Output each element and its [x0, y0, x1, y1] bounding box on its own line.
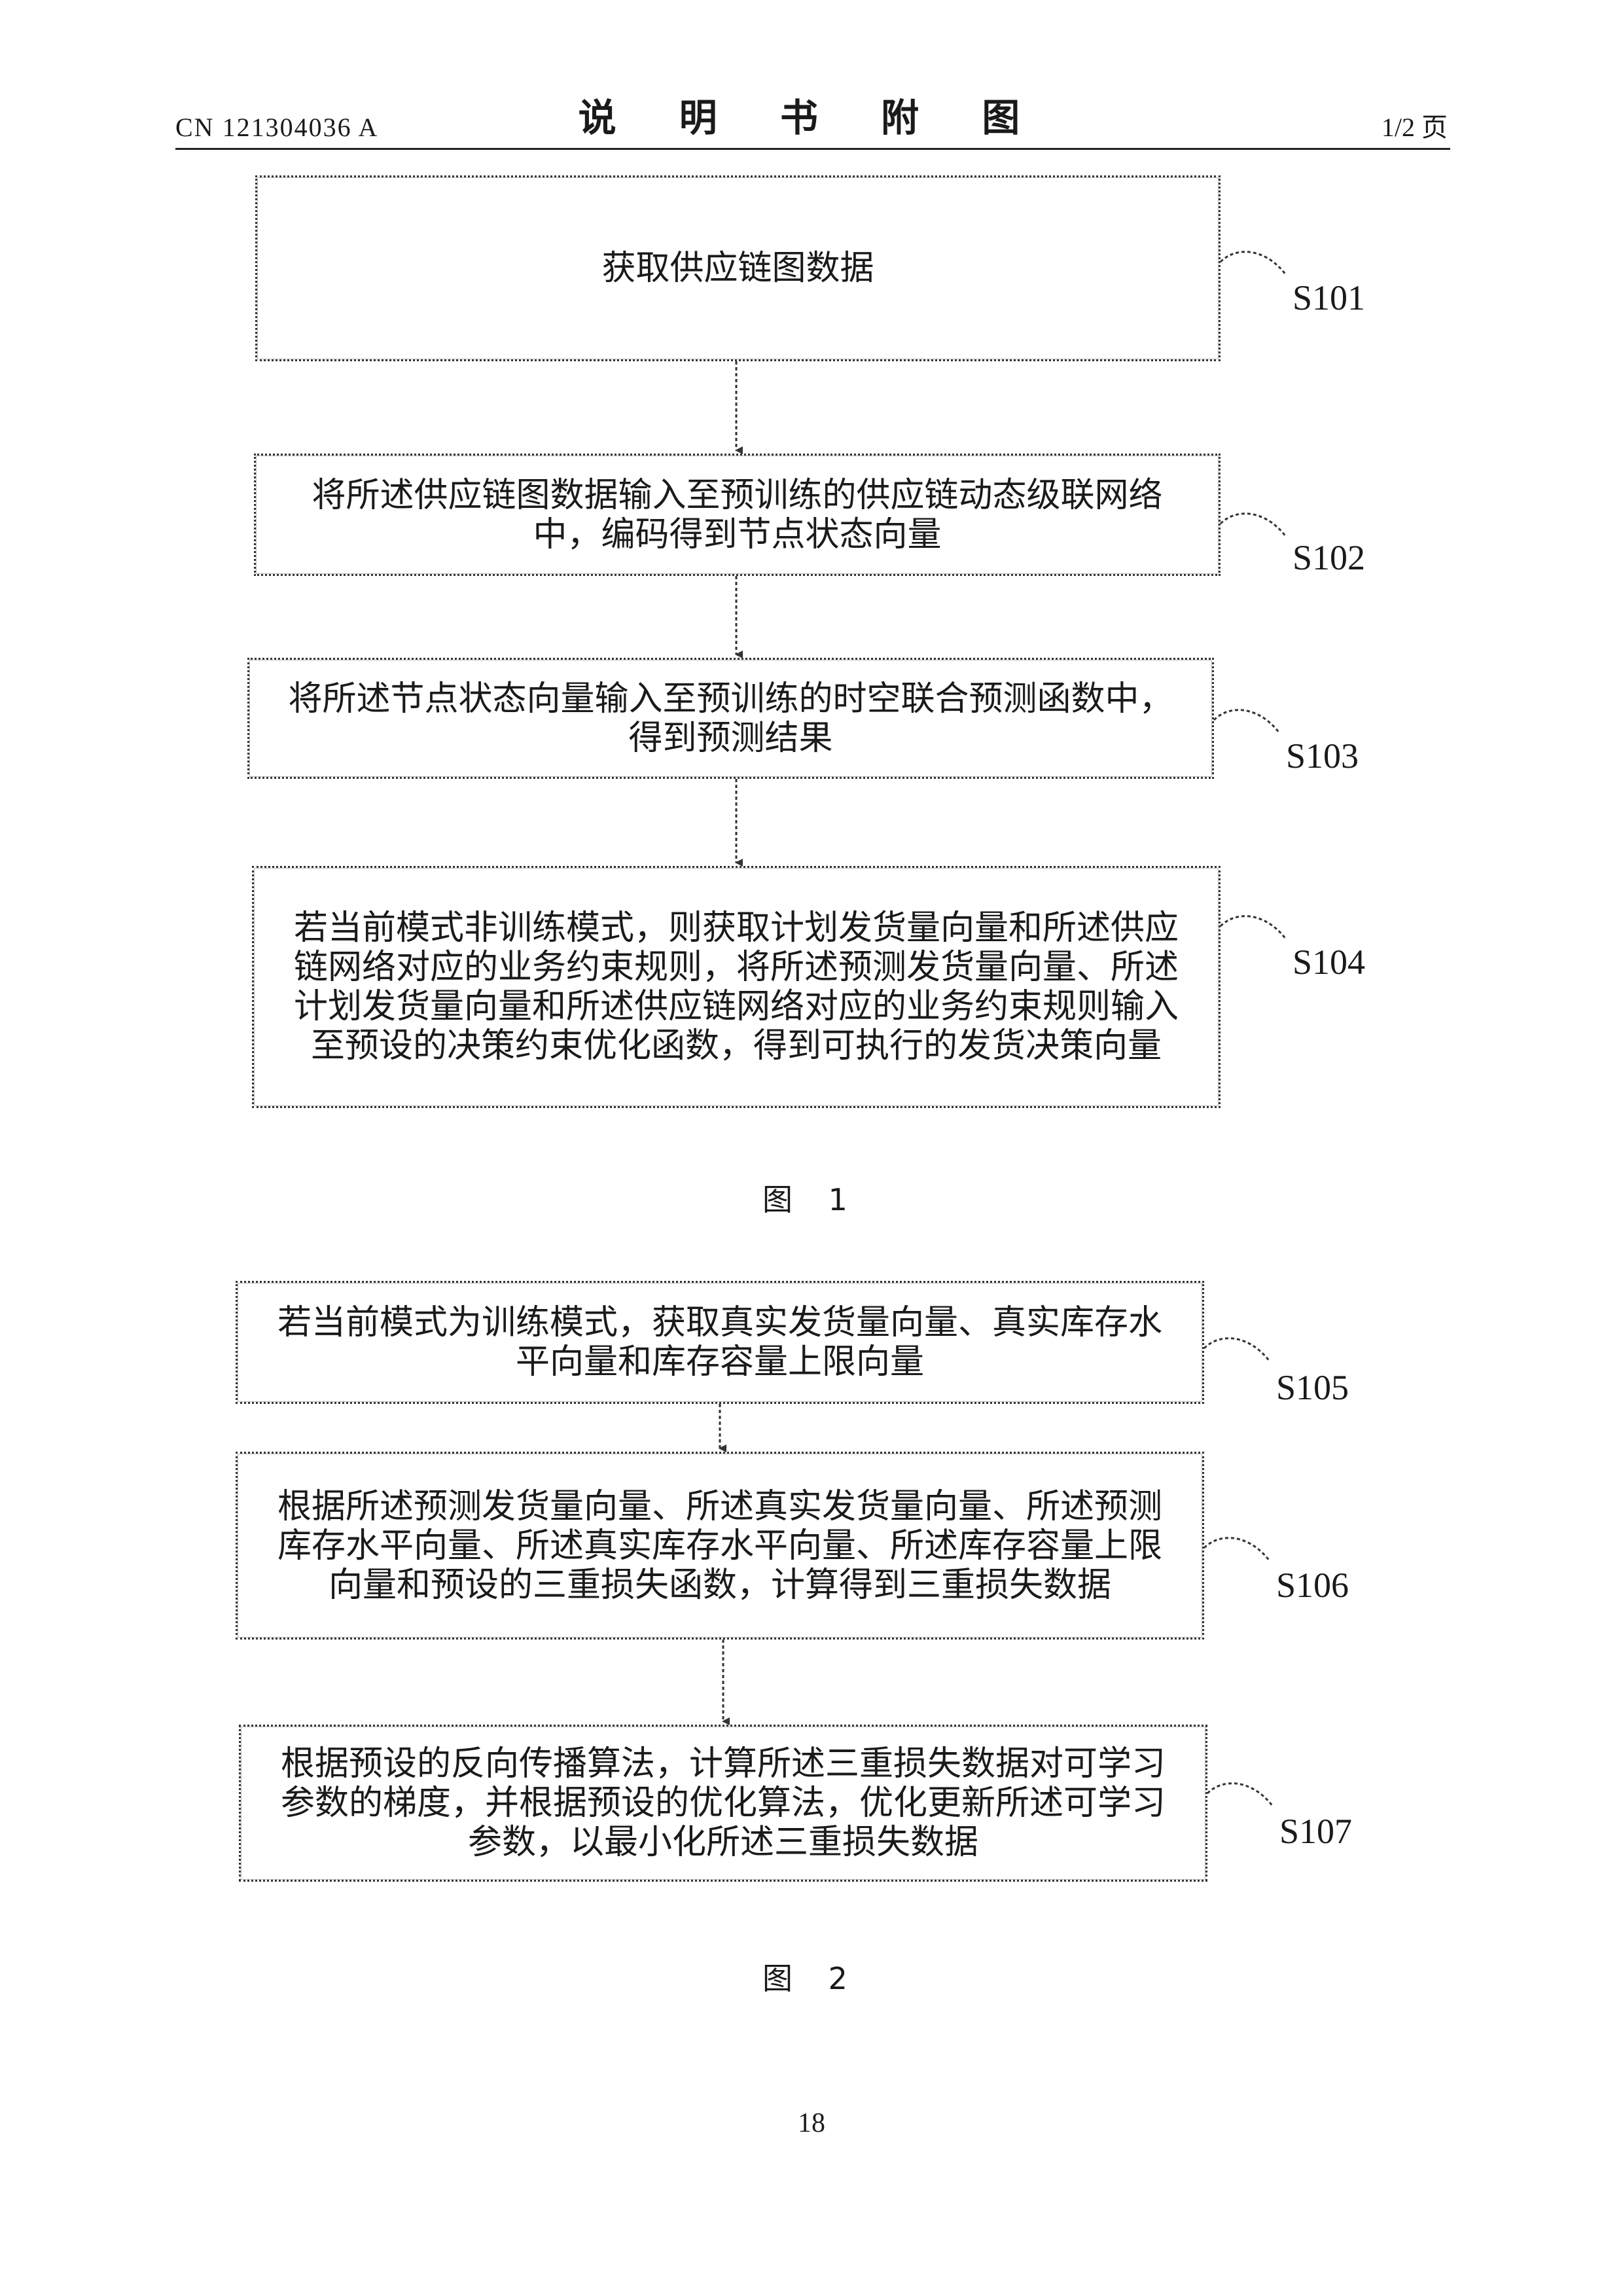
step-text-s105: 若当前模式为训练模式，获取真实发货量向量、真实库存水平向量和库存容量上限向量: [264, 1303, 1176, 1382]
step-box-s102: 将所述供应链图数据输入至预训练的供应链动态级联网络中，编码得到节点状态向量: [254, 454, 1221, 576]
step-box-s101: 获取供应链图数据: [255, 175, 1221, 361]
leader-s103: [1214, 710, 1279, 733]
step-box-s104: 若当前模式非训练模式，则获取计划发货量向量和所述供应链网络对应的业务约束规则，将…: [252, 866, 1221, 1108]
figure-2-caption: 图 2: [0, 1960, 1623, 1997]
step-text-s107: 根据预设的反向传播算法，计算所述三重损失数据对可学习参数的梯度，并根据预设的优化…: [270, 1744, 1176, 1862]
step-box-s106: 根据所述预测发货量向量、所述真实发货量向量、所述预测库存水平向量、所述真实库存水…: [236, 1452, 1204, 1640]
leader-s102: [1221, 514, 1286, 537]
step-text-s104: 若当前模式非训练模式，则获取计划发货量向量和所述供应链网络对应的业务约束规则，将…: [283, 908, 1189, 1066]
leader-s101: [1221, 252, 1286, 275]
step-label-s101: S101: [1293, 278, 1365, 317]
step-text-s106: 根据所述预测发货量向量、所述真实发货量向量、所述预测库存水平向量、所述真实库存水…: [264, 1487, 1176, 1605]
step-label-s102: S102: [1293, 538, 1365, 577]
figure-1-caption: 图 1: [0, 1181, 1623, 1218]
step-label-s107: S107: [1279, 1812, 1352, 1851]
page-number: 18: [0, 2108, 1623, 2139]
leader-s104: [1221, 916, 1286, 939]
leader-s107: [1207, 1784, 1273, 1806]
step-text-s102: 将所述供应链图数据输入至预训练的供应链动态级联网络中，编码得到节点状态向量: [289, 476, 1186, 554]
leader-s105: [1204, 1338, 1270, 1361]
step-text-s101: 获取供应链图数据: [601, 249, 874, 288]
header-rule: [175, 148, 1450, 150]
step-box-s103: 将所述节点状态向量输入至预训练的时空联合预测函数中，得到预测结果: [247, 658, 1214, 779]
step-label-s104: S104: [1293, 942, 1365, 982]
leader-s106: [1204, 1538, 1270, 1561]
step-label-s105: S105: [1276, 1368, 1349, 1407]
step-text-s103: 将所述节点状态向量输入至预训练的时空联合预测函数中，得到预测结果: [276, 679, 1186, 758]
step-box-s105: 若当前模式为训练模式，获取真实发货量向量、真实库存水平向量和库存容量上限向量: [236, 1281, 1204, 1404]
page-title: 说 明 书 附 图: [0, 95, 1623, 141]
step-label-s103: S103: [1286, 736, 1359, 776]
step-label-s106: S106: [1276, 1566, 1349, 1605]
step-box-s107: 根据预设的反向传播算法，计算所述三重损失数据对可学习参数的梯度，并根据预设的优化…: [239, 1725, 1207, 1882]
page-info: 1/2 页: [1382, 111, 1448, 144]
